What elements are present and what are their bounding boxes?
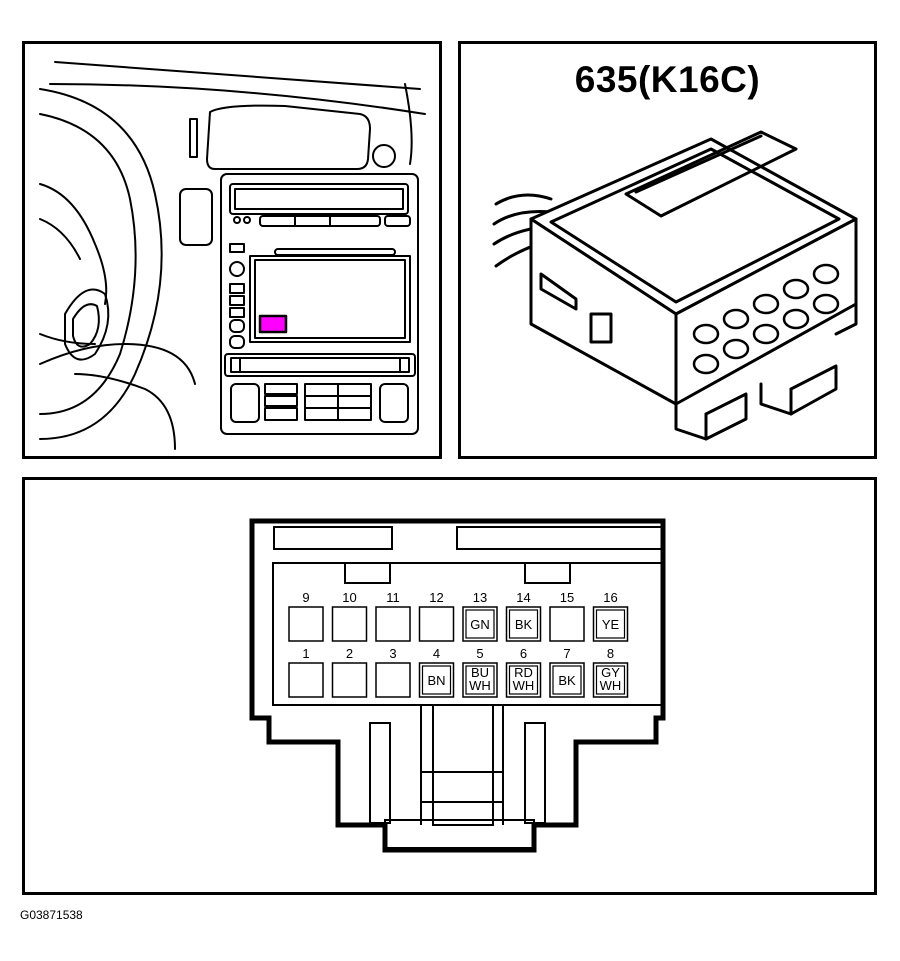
pin-number-label: 8 [607,646,614,661]
wire-color-code: BU [471,665,489,680]
pin-cavity [462,662,498,698]
pin-number-label: 10 [342,590,356,605]
connector-3d-illustration [492,130,858,441]
wire-color-code: WH [513,678,535,693]
pin-cavity [331,606,368,642]
pin-terminal [421,665,452,695]
pin-number-label: 3 [389,646,396,661]
pin-terminal [595,609,626,639]
wire-color-code: BN [427,673,445,688]
pin-cavity [375,606,411,642]
pin-terminal [595,665,626,695]
pin-terminal [552,665,582,695]
dashboard-location-illustration [39,61,426,450]
pin-number-label: 14 [516,590,530,605]
pin-number-label: 12 [429,590,443,605]
connector-view-panel: 635(K16C) [458,41,877,459]
pin-terminal [508,609,539,639]
pin-number-label: 11 [386,590,400,605]
wire-color-code: RD [514,665,533,680]
pin-cavity [331,662,368,698]
wire-color-code: BK [558,673,576,688]
pin-cavity [505,662,542,698]
radio-module-location-highlight [258,314,288,334]
pin-terminal [465,609,495,639]
pin-cavity [288,606,324,642]
pin-cavity [462,606,498,642]
pin-number-label: 9 [302,590,309,605]
pin-number-label: 7 [563,646,570,661]
pin-cavity [418,662,455,698]
wire-color-code: WH [469,678,491,693]
pin-cavity [592,662,629,698]
pin-number-label: 1 [302,646,309,661]
pin-number-label: 16 [603,590,617,605]
pin-cavity [549,606,585,642]
wire-color-code: GY [601,665,620,680]
pin-number-label: 4 [433,646,440,661]
housing-outline [249,518,666,853]
pin-number-label: 5 [476,646,483,661]
pin-number-label: 2 [346,646,353,661]
pin-cavity [375,662,411,698]
wire-color-code: YE [602,617,620,632]
pin-terminal [465,665,495,695]
connector-title: 635(K16C) [574,59,761,100]
wire-color-code: BK [515,617,533,632]
pin-cavity [418,606,455,642]
pin-number-label: 6 [520,646,527,661]
pin-cavity [288,662,324,698]
pin-terminal [508,665,539,695]
figure-id: G03871538 [20,908,83,922]
pin-cavity [592,606,629,642]
pin-cavity [505,606,542,642]
location-view-panel [22,41,442,459]
pin-number-label: 13 [473,590,487,605]
wire-color-code: WH [600,678,622,693]
pin-cavity [549,662,585,698]
pin-number-label: 15 [560,590,574,605]
wire-color-code: GN [470,617,490,632]
